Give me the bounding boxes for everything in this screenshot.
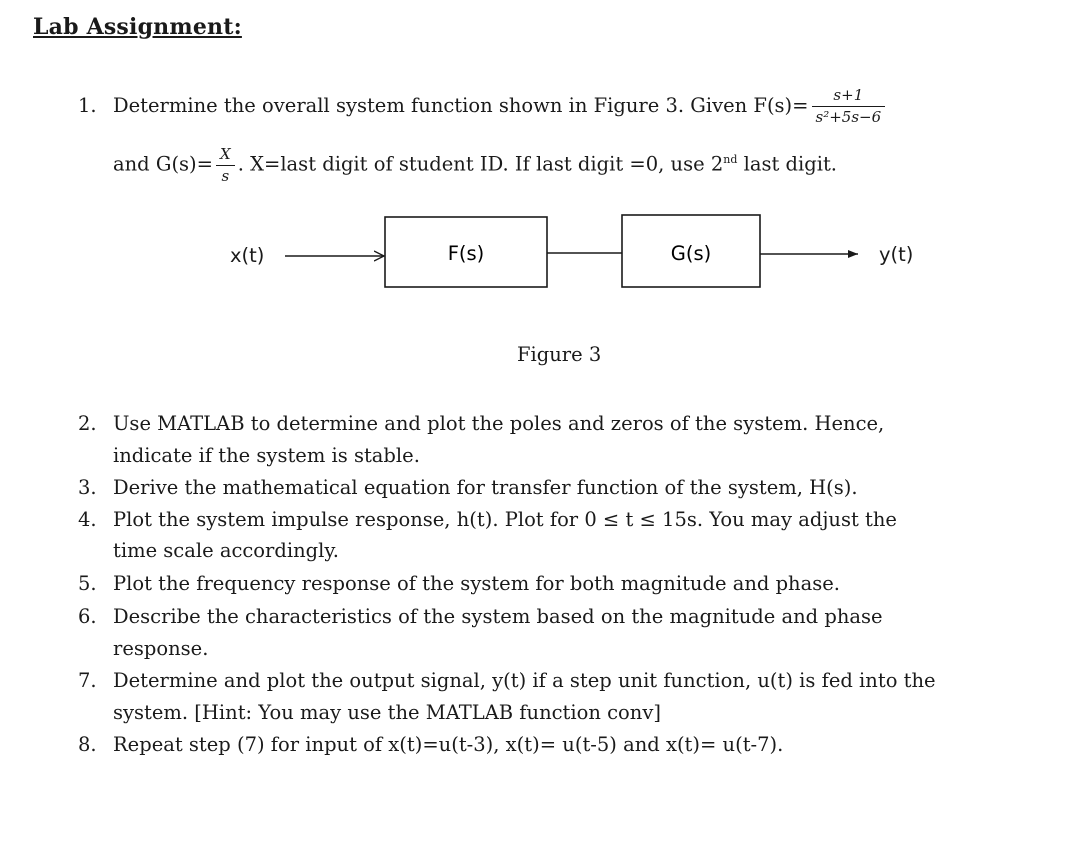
g-numerator: X — [220, 144, 231, 163]
item-number: 8. — [78, 733, 97, 756]
g-denominator: s — [221, 166, 230, 185]
item-line: Plot the system impulse response, h(t). … — [113, 508, 897, 531]
item-line: indicate if the system is stable. — [113, 444, 420, 467]
fraction-bar — [811, 106, 886, 107]
block-g-label: G(s) — [671, 242, 712, 265]
fraction-bar — [216, 164, 235, 166]
q1-text-a: Determine the overall system function sh… — [113, 94, 809, 117]
q1-text-b: and G(s)= — [113, 152, 214, 176]
q1-number: 1. — [78, 94, 97, 117]
f-fraction: s+1 s²+5s−6 — [811, 86, 886, 126]
item-line: time scale accordingly. — [113, 539, 339, 562]
block-f-label: F(s) — [448, 242, 485, 265]
q1-line1: Determine the overall system function sh… — [113, 78, 888, 134]
block-g — [621, 214, 761, 288]
output-label: y(t) — [879, 243, 914, 266]
q1-text-c: . X=last digit of student ID. If last di… — [237, 152, 724, 176]
item-number: 6. — [78, 605, 97, 628]
item-number: 3. — [78, 476, 97, 499]
page-title: Lab Assignment: — [33, 14, 242, 40]
input-label: x(t) — [230, 244, 265, 267]
item-line: Use MATLAB to determine and plot the pol… — [113, 412, 885, 435]
block-f — [384, 216, 548, 288]
item-line: system. [Hint: You may use the MATLAB fu… — [113, 701, 661, 724]
item-number: 2. — [78, 412, 97, 435]
item-line: Describe the characteristics of the syst… — [113, 605, 883, 628]
f-numerator: s+1 — [833, 86, 864, 104]
item-number: 5. — [78, 572, 97, 595]
item-line: response. — [113, 637, 209, 660]
q1-text-d: last digit. — [737, 152, 837, 176]
item-number: 4. — [78, 508, 97, 531]
figure-caption: Figure 3 — [517, 343, 602, 366]
item-line: Repeat step (7) for input of x(t)=u(t-3)… — [113, 733, 784, 756]
item-number: 7. — [78, 669, 97, 692]
item-line: Derive the mathematical equation for tra… — [113, 476, 858, 499]
item-line: Plot the frequency response of the syste… — [113, 572, 840, 595]
item-line: Determine and plot the output signal, y(… — [113, 669, 936, 692]
f-denominator: s²+5s−6 — [815, 108, 882, 126]
q1-ordinal: nd — [723, 153, 738, 166]
